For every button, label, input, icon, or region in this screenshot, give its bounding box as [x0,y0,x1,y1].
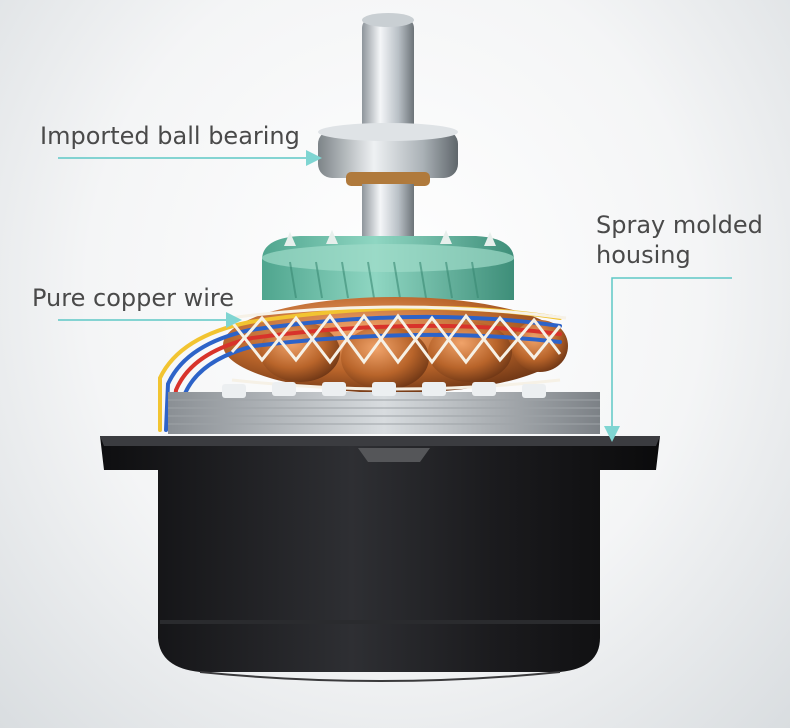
callout-copper-line [58,312,242,328]
callout-housing-line [604,277,732,442]
callout-label-housing-line1: Spray molded [596,211,763,239]
callout-label-copper: Pure copper wire [32,284,235,312]
callout-arrow-icon [226,312,242,328]
callout-arrow-icon [306,150,322,166]
callout-label-housing-line2: housing [596,241,691,269]
motor-housing [100,436,660,682]
callout-label-bearing: Imported ball bearing [40,122,300,150]
lead-wires [158,305,562,434]
callout-label-housing: Spray molded housing [596,210,763,270]
rotor-stator [262,230,514,300]
callout-bearing-line [58,150,322,166]
callout-arrow-icon [604,426,620,442]
ball-bearing [318,123,458,204]
lamination-stack [168,382,600,434]
